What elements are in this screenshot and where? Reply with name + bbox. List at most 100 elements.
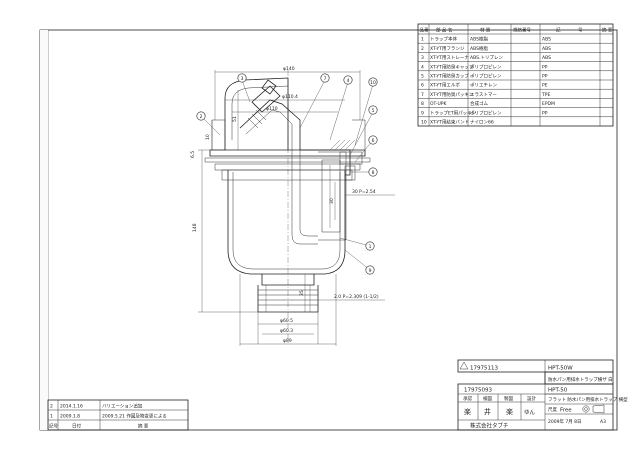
rev-header-mark: 記号 xyxy=(49,423,58,430)
parts-header-mark-2: 号 xyxy=(578,28,583,34)
parts-cell-no: 5 xyxy=(421,74,424,80)
balloon-7: 7 xyxy=(320,73,330,83)
threaded-outlet xyxy=(257,285,319,313)
balloon-9: 9 xyxy=(365,265,375,275)
title-block: 17975113 HPT-50W 防水パン用排水トラップ横ザ 白 1797509… xyxy=(457,359,628,431)
drawing-no-1: 17975113 xyxy=(470,366,498,372)
dimensions: φ140 φ110.4 φ110 148 10 6.5 51 30 35 φ60… xyxy=(190,66,395,346)
parts-cell-name: XT-YT用エルボ xyxy=(430,82,460,89)
parts-cell-name: トラップET用パッキン xyxy=(430,110,476,116)
parts-cell-no: 10 xyxy=(421,120,427,126)
balloon-4: 4 xyxy=(343,75,353,85)
svg-text:4: 4 xyxy=(347,78,350,84)
model-1: HPT-50W xyxy=(548,366,573,372)
parts-cell-mark: PP xyxy=(542,74,548,80)
svg-text:2: 2 xyxy=(200,114,203,120)
note-thread-1: 30 P=2.54 xyxy=(352,189,376,195)
balloon-1: 1 xyxy=(365,241,375,251)
rev-1-mark: 1 xyxy=(50,414,53,420)
dim-right-height: 30 xyxy=(329,198,335,204)
parts-cell-mark: EPDM xyxy=(542,101,555,107)
dim-left-height-2: 51 xyxy=(232,116,238,122)
model-2: HPT-50 xyxy=(548,388,568,394)
trap-drawing xyxy=(204,70,371,345)
dim-top-width: φ140 xyxy=(283,66,295,72)
parts-cell-material: ポリプロピレン xyxy=(470,63,502,70)
dim-bottom-height: 35 xyxy=(299,290,305,296)
label-design: 設計 xyxy=(527,395,536,402)
parts-cell-name: XT-YT用防臭パッキン xyxy=(430,91,474,98)
parts-cell-material: ポリプロピレン xyxy=(470,109,502,116)
parts-header-remarks: 摘 要 xyxy=(602,27,613,34)
parts-cell-no: 6 xyxy=(421,83,424,89)
balloon-10: 10 xyxy=(368,77,378,87)
parts-header-mark: 記 xyxy=(556,27,561,34)
parts-cell-name: トラップ本体 xyxy=(430,36,457,43)
rev-1-date: 2009.1.8 xyxy=(60,414,80,420)
parts-cell-name: OT-UPK xyxy=(430,101,448,107)
parts-cell-mark: ABS xyxy=(542,55,551,61)
dim-mid-width: φ110 xyxy=(266,106,278,112)
dim-bottom-1: φ60.5 xyxy=(280,318,293,324)
drawing-date: 2009年 7月 8日 xyxy=(548,418,582,425)
rev-header-date: 日付 xyxy=(72,423,81,430)
parts-cell-name: XT-YT用フランジ xyxy=(430,46,465,52)
parts-cell-name: XT-YT用結束バンド xyxy=(430,119,469,126)
stamp-design: ゆん xyxy=(524,409,536,416)
dim-left-small: 6.5 xyxy=(190,151,196,158)
stamp-check: 井 xyxy=(484,407,491,416)
parts-cell-material: ナイロン66 xyxy=(470,120,494,126)
flange-plate xyxy=(204,157,371,163)
balloon-6: 6 xyxy=(368,135,378,145)
rev-2-date: 2014.1.16 xyxy=(60,404,83,410)
parts-cell-material: ABS.トリプレン xyxy=(470,55,503,61)
parts-cell-no: 8 xyxy=(421,101,424,107)
revision-table: 2 2014.1.16 バリエーション追加 1 2009.1.8 2009.5.… xyxy=(47,399,189,431)
parts-table: 品番 部 品 名 材 質 規格番号 記 号 摘 要 1 トラップ本体 ABS樹脂 AB… xyxy=(417,23,614,127)
svg-text:10: 10 xyxy=(370,80,376,86)
rev-2-mark: 2 xyxy=(50,404,53,410)
parts-cell-no: 3 xyxy=(421,55,424,61)
parts-header-material: 材 質 xyxy=(480,27,491,34)
parts-cell-mark: ABS xyxy=(542,37,551,43)
parts-header-standard: 規格番号 xyxy=(513,27,531,34)
parts-cell-material: ポリエチレン xyxy=(470,82,497,89)
parts-cell-no: 9 xyxy=(421,110,424,116)
label-check: 検図 xyxy=(483,395,492,402)
rev-header-remarks: 摘 要 xyxy=(138,423,149,430)
balloon-3: 3 xyxy=(237,73,247,83)
parts-cell-no: 4 xyxy=(421,64,424,70)
description-1: 防水パン用排水トラップ横ザ 白 xyxy=(548,376,613,383)
binding-margin xyxy=(40,30,48,430)
parts-cell-material: 合成ゴム xyxy=(470,100,488,107)
rev-2-text: バリエーション追加 xyxy=(102,403,143,410)
sheet-size: A3 xyxy=(600,419,606,425)
balloons: 2 3 7 4 10 5 6 8 1 9 xyxy=(196,73,378,275)
svg-text:5: 5 xyxy=(372,108,375,114)
parts-cell-name: XT-YT用防臭キャップ xyxy=(430,63,474,70)
parts-cell-no: 1 xyxy=(421,37,424,43)
drawing-no-2: 17975093 xyxy=(464,388,492,394)
dim-flange-width: φ110.4 xyxy=(282,94,298,100)
parts-cell-no: 7 xyxy=(421,92,424,98)
parts-cell-material: ABS樹脂 xyxy=(470,36,488,43)
revision-triangle-2 xyxy=(459,361,469,370)
parts-header-no: 品番 xyxy=(420,27,429,34)
projection-icon xyxy=(582,404,605,414)
dim-total-height: 148 xyxy=(192,223,198,232)
dim-bottom-outer: φ89 xyxy=(283,338,292,344)
parts-cell-no: 2 xyxy=(421,46,424,52)
elbow-pipe xyxy=(239,99,301,150)
sheet-border xyxy=(39,29,618,431)
stamp-draw: 楽 xyxy=(506,407,513,416)
scale-value: Free xyxy=(560,408,572,414)
balloon-5: 5 xyxy=(368,105,378,115)
svg-text:6: 6 xyxy=(372,138,375,144)
label-draw: 製図 xyxy=(504,395,513,402)
svg-text:7: 7 xyxy=(324,76,327,82)
parts-cell-name: XT-YT用ストレーナ xyxy=(430,55,469,61)
description-2: フラット 防水パン用排水トラップ 横型 xyxy=(548,396,628,403)
parts-header-name: 部 品 名 xyxy=(436,27,452,34)
